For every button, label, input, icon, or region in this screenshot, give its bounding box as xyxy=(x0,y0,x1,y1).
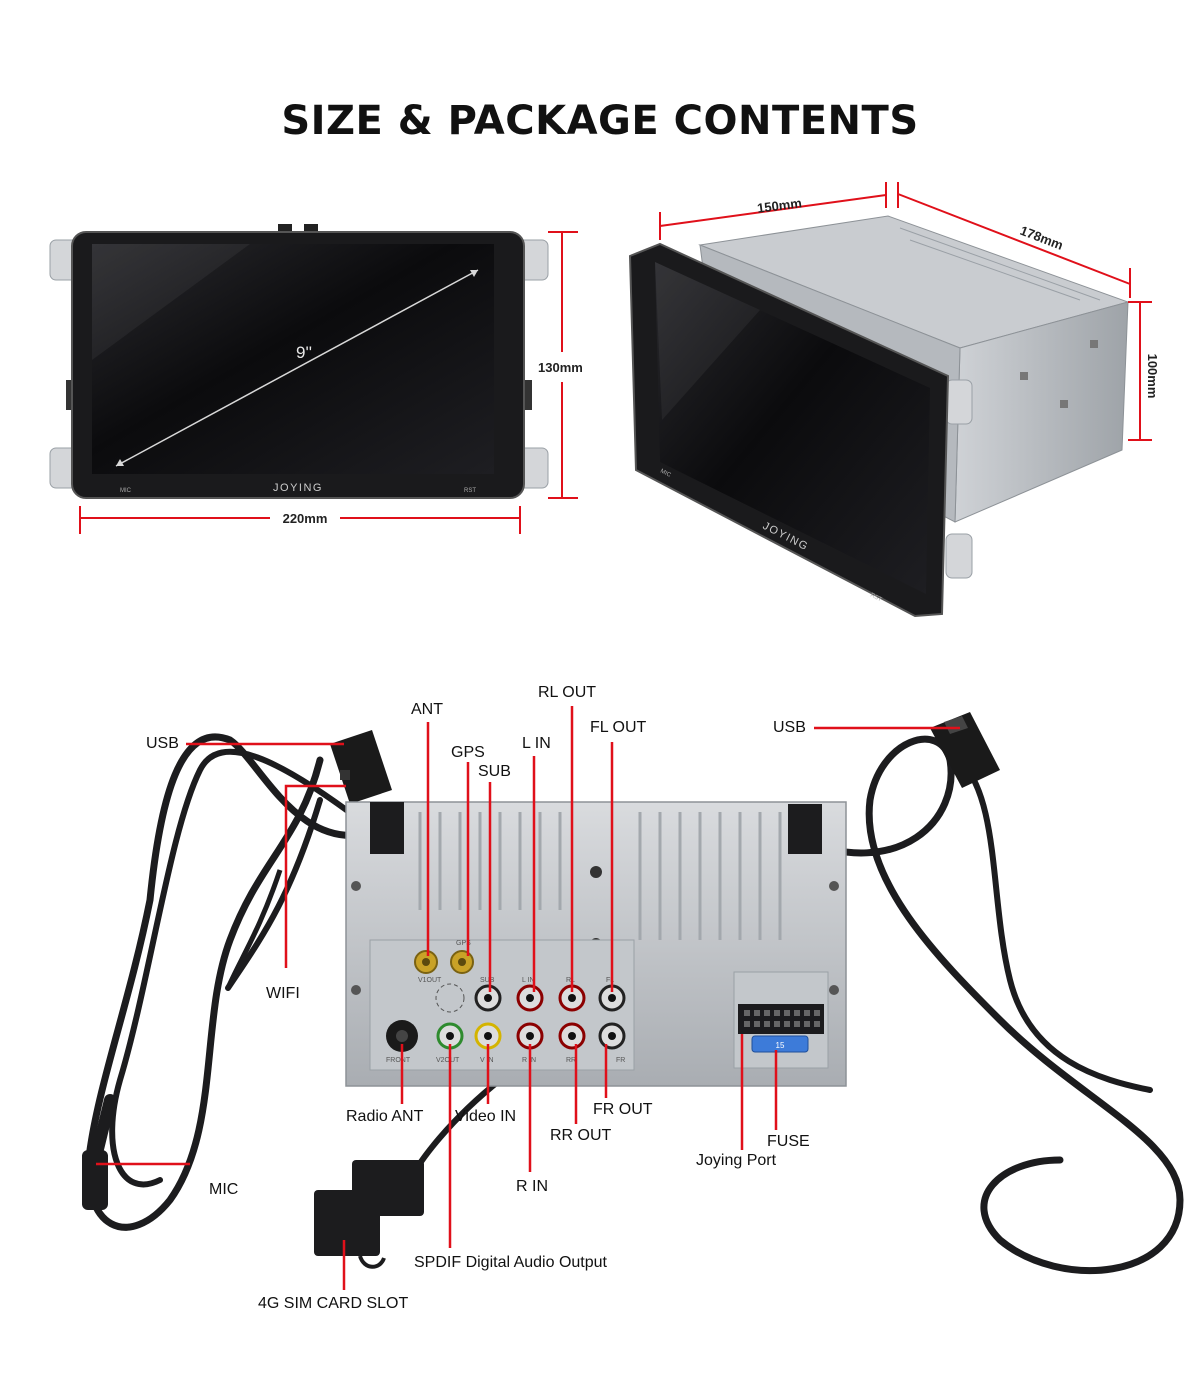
radio-ant-label: Radio ANT xyxy=(346,1108,424,1125)
wifi-label: WIFI xyxy=(266,985,300,1002)
rr-out-label: RR OUT xyxy=(550,1127,612,1144)
side-view-unit xyxy=(628,215,1130,618)
mic-label: MIC xyxy=(209,1181,239,1198)
svg-text:FR: FR xyxy=(616,1057,625,1064)
side-rst-mark: RST xyxy=(869,592,883,603)
side-width-label: 150mm xyxy=(756,195,802,215)
sim-slot-label: 4G SIM CARD SLOT xyxy=(258,1295,409,1312)
front-view-unit xyxy=(49,224,549,499)
fuse-rating-mark: 15 xyxy=(776,1041,785,1050)
rear-panel xyxy=(345,801,847,1087)
svg-text:SUB: SUB xyxy=(480,977,495,984)
wifi-antenna-wire xyxy=(225,869,283,989)
front-dimension-lines xyxy=(79,231,578,534)
svg-text:RL: RL xyxy=(566,977,575,984)
sim-card-adapter xyxy=(314,1160,424,1269)
front-height-label: 130mm xyxy=(538,360,583,375)
r-in-label: R IN xyxy=(516,1178,548,1195)
l-in-label: L IN xyxy=(522,735,551,752)
svg-text:FRONT: FRONT xyxy=(386,1057,411,1064)
usb-right-label: USB xyxy=(773,719,806,736)
svg-text:L IN: L IN xyxy=(522,977,535,984)
svg-text:FL: FL xyxy=(606,977,614,984)
fuse-label: FUSE xyxy=(767,1133,810,1150)
usb-plug-left xyxy=(330,730,392,804)
side-height-label: 100mm xyxy=(1145,354,1160,399)
spdif-label: SPDIF Digital Audio Output xyxy=(414,1254,607,1271)
joying-port-label: Joying Port xyxy=(696,1152,777,1169)
gps-label: GPS xyxy=(451,744,485,761)
svg-text:V1OUT: V1OUT xyxy=(418,977,442,984)
front-width-label: 220mm xyxy=(283,511,328,526)
svg-text:V2OUT: V2OUT xyxy=(436,1057,460,1064)
svg-text:GPS: GPS xyxy=(456,940,471,947)
page-title: SIZE & PACKAGE CONTENTS xyxy=(281,98,919,144)
front-mic-mark: MIC xyxy=(120,488,132,494)
mic-plug xyxy=(82,1150,108,1210)
video-in-label: Video IN xyxy=(455,1108,517,1125)
svg-text:RR: RR xyxy=(566,1057,576,1064)
side-depth-label: 178mm xyxy=(1018,223,1065,253)
usb-plug-right xyxy=(930,712,1000,788)
side-dimension-lines xyxy=(659,182,1152,441)
front-rst-mark: RST xyxy=(464,488,476,494)
sub-label: SUB xyxy=(478,763,511,780)
ant-label: ANT xyxy=(411,701,443,718)
callout-lines xyxy=(96,706,960,1290)
usb-left-label: USB xyxy=(146,735,179,752)
fl-out-label: FL OUT xyxy=(590,719,647,736)
side-mic-mark: MIC xyxy=(659,468,672,479)
front-brand-logo: JOYING xyxy=(273,482,323,494)
rl-out-label: RL OUT xyxy=(538,684,597,701)
fr-out-label: FR OUT xyxy=(593,1101,653,1118)
screen-size-label: 9'' xyxy=(296,343,312,362)
